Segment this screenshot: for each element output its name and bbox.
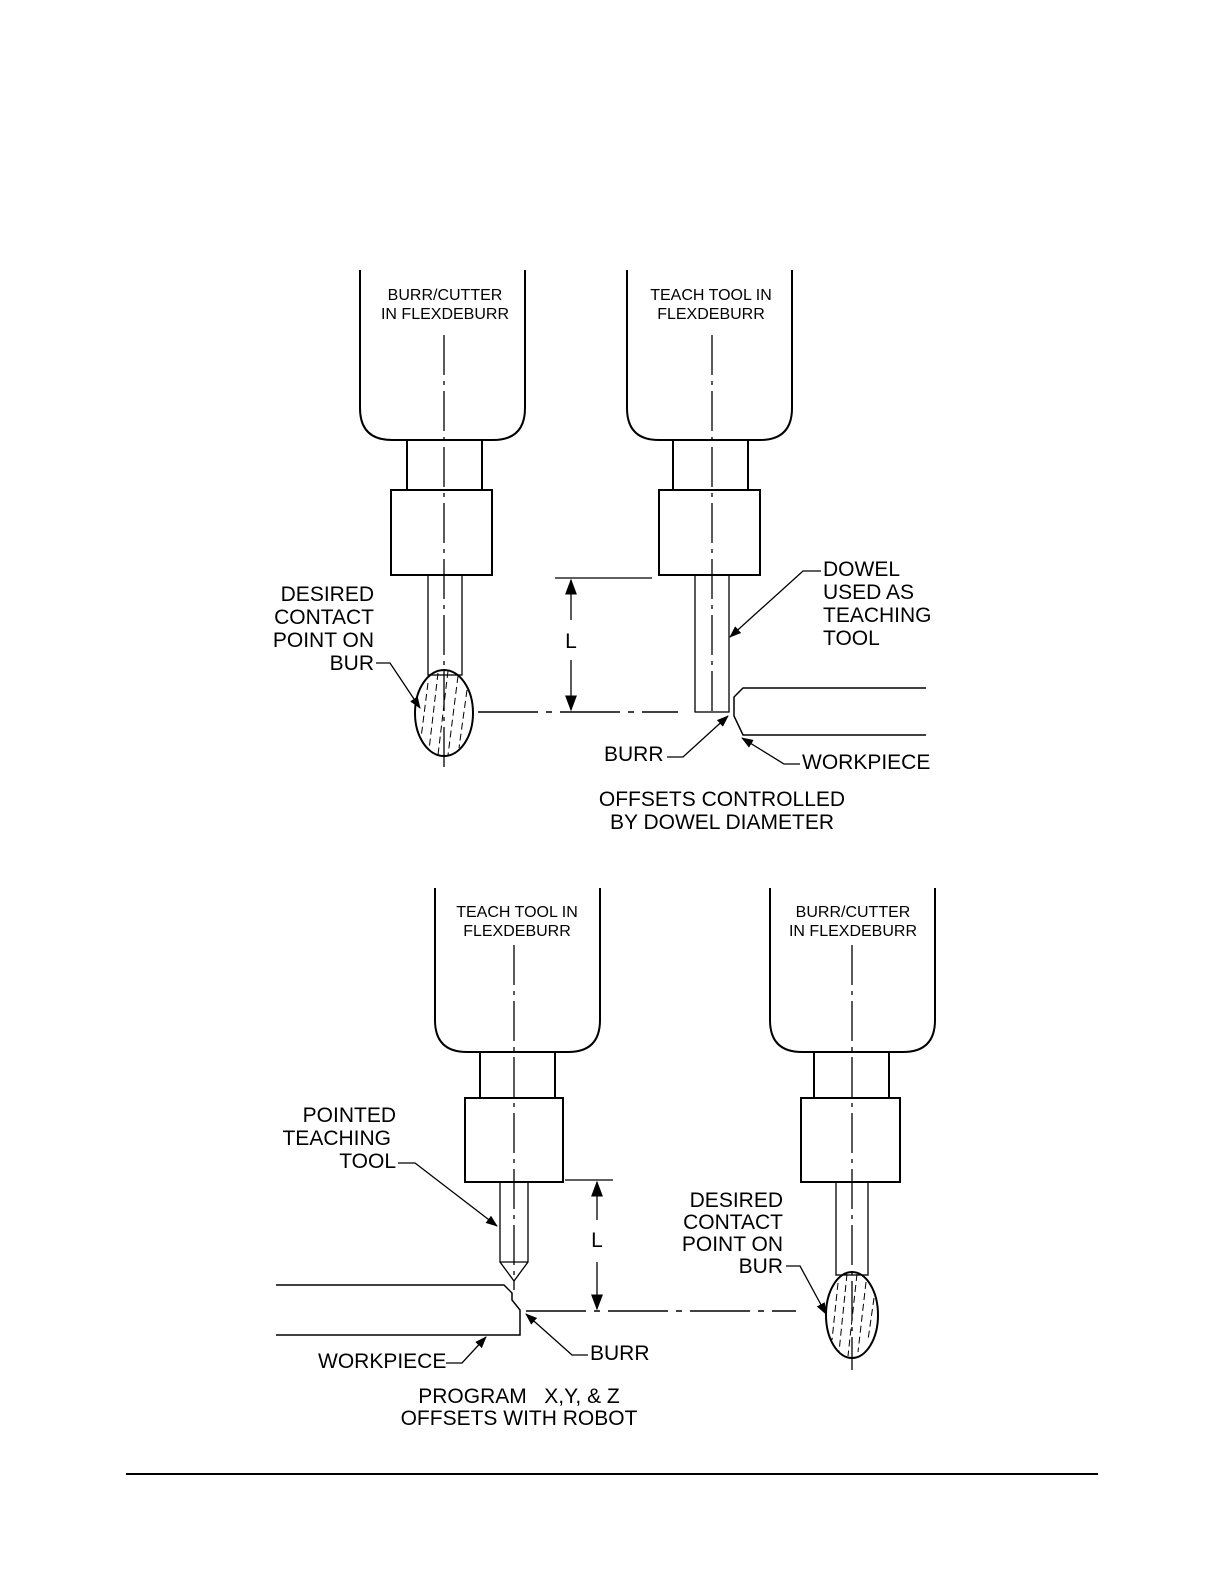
top-contact-label-line-1: DESIRED [281, 583, 374, 606]
bottom-workpiece-callout: WORKPIECE [318, 1336, 487, 1373]
bottom-dimension-label: L [591, 1229, 603, 1252]
bottom-figure: TEACH TOOL IN FLEXDEBURR BURR/CUTTER IN … [276, 888, 936, 1430]
bottom-burr-tool-label-2: IN FLEXDEBURR [789, 923, 917, 940]
top-workpiece-callout: WORKPIECE [741, 737, 930, 774]
top-contact-callout: DESIRED CONTACT POINT ON BUR [273, 583, 421, 709]
top-burr-tool-label-1: BURR/CUTTER [388, 287, 503, 304]
bottom-pointed-label-line-3: TOOL [339, 1150, 396, 1173]
top-burr-callout: BURR [604, 715, 729, 766]
bottom-burr-callout: BURR [525, 1313, 650, 1365]
top-dowel-callout: DOWEL USED AS TEACHING TOOL [729, 558, 932, 650]
bottom-teach-spindle: TEACH TOOL IN FLEXDEBURR [434, 888, 601, 1290]
bottom-caption-line-1: PROGRAM X,Y, & Z [418, 1385, 620, 1408]
top-burr-label: BURR [604, 743, 664, 766]
bottom-pointed-label-line-1: POINTED [303, 1104, 396, 1127]
top-dowel-label-line-2: USED AS [823, 581, 914, 604]
top-caption-line-1: OFFSETS CONTROLLED [599, 788, 845, 811]
bottom-burr-spindle: BURR/CUTTER IN FLEXDEBURR [769, 888, 936, 1370]
bottom-dimension-L: L [526, 1179, 796, 1312]
bottom-contact-label-line-2: CONTACT [683, 1211, 783, 1234]
bottom-workpiece [276, 1284, 521, 1336]
top-workpiece-label: WORKPIECE [802, 751, 930, 774]
top-teach-tool-label-2: FLEXDEBURR [657, 306, 765, 323]
bottom-caption-line-2: OFFSETS WITH ROBOT [401, 1407, 638, 1430]
bottom-workpiece-label: WORKPIECE [318, 1350, 446, 1373]
bottom-burr-label: BURR [590, 1342, 650, 1365]
top-contact-label-line-3: POINT ON [273, 629, 374, 652]
top-dowel-label-line-1: DOWEL [823, 558, 900, 581]
top-teach-tool-label-1: TEACH TOOL IN [650, 287, 772, 304]
bottom-pointed-label-line-2: TEACHING [282, 1127, 391, 1150]
top-teach-spindle: TEACH TOOL IN FLEXDEBURR [626, 270, 793, 713]
bottom-pointed-callout: POINTED TEACHING TOOL [282, 1104, 498, 1227]
top-dimension-L: L [478, 577, 678, 713]
bottom-contact-callout: DESIRED CONTACT POINT ON BUR [682, 1189, 827, 1315]
top-burr-spindle: BURR/CUTTER IN FLEXDEBURR [359, 270, 526, 767]
bottom-contact-label-line-1: DESIRED [690, 1189, 783, 1212]
top-caption-line-2: BY DOWEL DIAMETER [610, 811, 834, 834]
top-contact-label-line-4: BUR [330, 652, 374, 675]
top-contact-label-line-2: CONTACT [274, 606, 374, 629]
top-workpiece [733, 687, 926, 736]
top-dowel-label-line-3: TEACHING [823, 604, 932, 627]
top-figure: BURR/CUTTER IN FLEXDEBURR TEACH TOOL IN … [273, 270, 932, 834]
bottom-contact-label-line-4: BUR [739, 1255, 783, 1278]
top-dimension-label: L [565, 630, 577, 653]
bottom-teach-tool-label-1: TEACH TOOL IN [456, 904, 578, 921]
bottom-teach-tool-label-2: FLEXDEBURR [463, 923, 571, 940]
top-dowel-label-line-4: TOOL [823, 627, 880, 650]
bottom-contact-label-line-3: POINT ON [682, 1233, 783, 1256]
bottom-burr-tool-label-1: BURR/CUTTER [796, 904, 911, 921]
top-burr-tool-label-2: IN FLEXDEBURR [381, 306, 509, 323]
